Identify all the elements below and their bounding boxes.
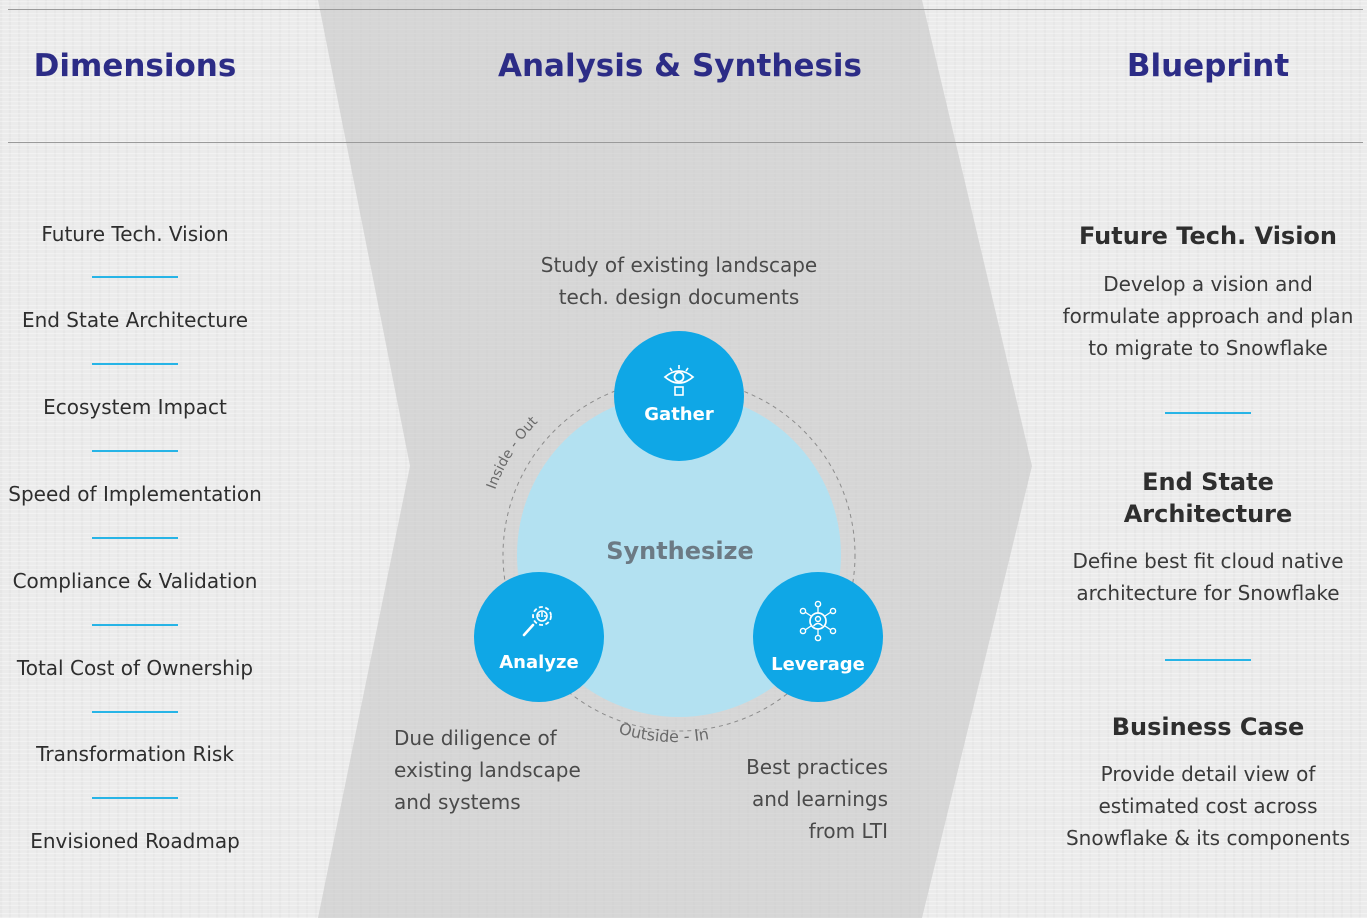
- analyze-note-line: and systems: [394, 790, 521, 814]
- analyze-node: Analyze: [474, 572, 604, 702]
- analysis-synthesis-title: Analysis & Synthesis: [497, 48, 862, 84]
- dimension-separator: [92, 276, 178, 278]
- leverage-note-line: and learnings: [752, 787, 888, 811]
- blueprint-description-line: Snowflake & its components: [1065, 826, 1351, 850]
- blueprint-separator: [1165, 659, 1251, 661]
- inside-out-label: Inside - Out: [484, 413, 542, 491]
- blueprint-item-title: Business Case: [1111, 713, 1305, 741]
- dimension-separator: [92, 450, 178, 452]
- dimension-separator: [92, 537, 178, 539]
- leverage-note-line: Best practices: [746, 755, 888, 779]
- blueprint-description-line: formulate approach and plan: [1062, 304, 1354, 328]
- leverage-note: Best practices and learnings from LTI: [690, 751, 888, 847]
- analyze-note: Due diligence of existing landscape and …: [394, 722, 614, 818]
- leverage-label: Leverage: [771, 654, 865, 675]
- dimensions-title: Dimensions: [33, 48, 237, 84]
- blueprint-description-line: to migrate to Snowflake: [1088, 336, 1328, 360]
- dimension-item: Future Tech. Vision: [41, 222, 229, 246]
- gather-note-line: tech. design documents: [558, 285, 800, 309]
- dimension-item: Compliance & Validation: [12, 569, 258, 593]
- blueprint-title-line: Architecture: [1123, 500, 1293, 528]
- gather-label: Gather: [644, 404, 714, 425]
- dimension-item: Total Cost of Ownership: [16, 656, 254, 680]
- gather-node: Gather: [614, 331, 744, 461]
- gather-note-line: Study of existing landscape: [540, 253, 818, 277]
- blueprint-item-title: Future Tech. Vision: [1078, 222, 1338, 250]
- dimension-separator: [92, 624, 178, 626]
- dimension-separator: [92, 797, 178, 799]
- blueprint-item-title: End State Architecture: [1040, 466, 1367, 530]
- blueprint-description-line: Define best fit cloud native: [1072, 549, 1344, 573]
- dimension-item: End State Architecture: [21, 308, 249, 332]
- dimension-item: Ecosystem Impact: [43, 395, 227, 419]
- blueprint-title-line: End State: [1142, 468, 1274, 496]
- gather-note: Study of existing landscape tech. design…: [530, 249, 828, 313]
- leverage-node: Leverage: [753, 572, 883, 702]
- top-rule: [8, 9, 1363, 10]
- dimension-item: Speed of Implementation: [8, 482, 262, 506]
- analyze-note-line: Due diligence of: [394, 726, 557, 750]
- analyze-note-line: existing landscape: [394, 758, 581, 782]
- blueprint-description-line: Provide detail view of: [1100, 762, 1316, 786]
- leverage-note-line: from LTI: [808, 819, 888, 843]
- gear-magnifier-icon: [522, 606, 552, 637]
- header-rule: [8, 142, 1363, 143]
- analyze-label: Analyze: [499, 652, 579, 673]
- blueprint-description-line: Develop a vision and: [1103, 272, 1313, 296]
- blueprint-item-description: Develop a vision and formulate approach …: [1040, 268, 1367, 364]
- eye-icon: [663, 365, 695, 396]
- blueprint-description-line: architecture for Snowflake: [1076, 581, 1340, 605]
- blueprint-item-description: Define best fit cloud native architectur…: [1040, 545, 1367, 609]
- dimension-item: Transformation Risk: [36, 742, 234, 766]
- synthesize-label: Synthesize: [606, 537, 754, 565]
- outside-in-label: Outside - In: [617, 719, 710, 746]
- blueprint-item-description: Provide detail view of estimated cost ac…: [1040, 758, 1367, 854]
- blueprint-separator: [1165, 412, 1251, 414]
- orbit-ring: [502, 378, 856, 732]
- dimension-item: Envisioned Roadmap: [30, 829, 240, 853]
- network-people-icon: [799, 600, 837, 642]
- dimension-separator: [92, 363, 178, 365]
- blueprint-description-line: estimated cost across: [1098, 794, 1318, 818]
- blueprint-title: Blueprint: [1126, 48, 1290, 84]
- dimension-separator: [92, 711, 178, 713]
